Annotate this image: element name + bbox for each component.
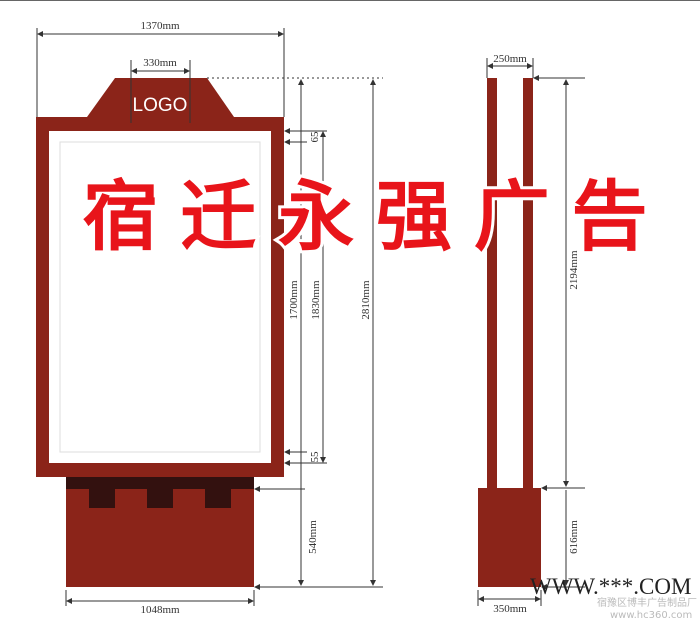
inner-panel bbox=[59, 141, 261, 453]
website-text: WWW.***.COM bbox=[530, 574, 691, 599]
front-dimensions bbox=[36, 28, 383, 606]
base-tooth bbox=[147, 489, 173, 508]
dim-total-height: 2810mm bbox=[360, 280, 372, 320]
dim-base-width: 1048mm bbox=[140, 604, 180, 616]
dim-logo-width: 330mm bbox=[143, 57, 177, 69]
dim-side-base-height: 616mm bbox=[568, 520, 580, 554]
front-view: LOGO bbox=[36, 78, 284, 587]
dim-top-margin: 65 bbox=[309, 131, 321, 143]
dim-top-width: 250mm bbox=[493, 53, 527, 65]
base-band bbox=[66, 477, 254, 489]
logo-text: LOGO bbox=[133, 95, 188, 116]
watermark-line1: 宿豫区博丰广告制品厂 bbox=[597, 596, 697, 609]
base-tooth bbox=[205, 489, 231, 508]
dim-pole-height: 2194mm bbox=[568, 250, 580, 290]
dim-frame-height: 1830mm bbox=[310, 280, 322, 320]
dim-side-base-width: 350mm bbox=[493, 603, 527, 615]
pole bbox=[487, 78, 497, 490]
dim-panel-height: 1700mm bbox=[288, 280, 300, 320]
side-dimensions bbox=[477, 58, 585, 606]
dim-width-total: 1370mm bbox=[140, 20, 180, 32]
display-area bbox=[49, 131, 271, 463]
base-tooth bbox=[89, 489, 115, 508]
dim-bottom-margin: 55 bbox=[309, 451, 321, 463]
side-base bbox=[478, 488, 541, 587]
dim-base-height: 540mm bbox=[307, 520, 319, 554]
logo-panel bbox=[87, 78, 234, 117]
pole bbox=[523, 78, 533, 490]
watermark-line2: www.hc360.com bbox=[610, 610, 692, 620]
side-view bbox=[478, 78, 541, 587]
